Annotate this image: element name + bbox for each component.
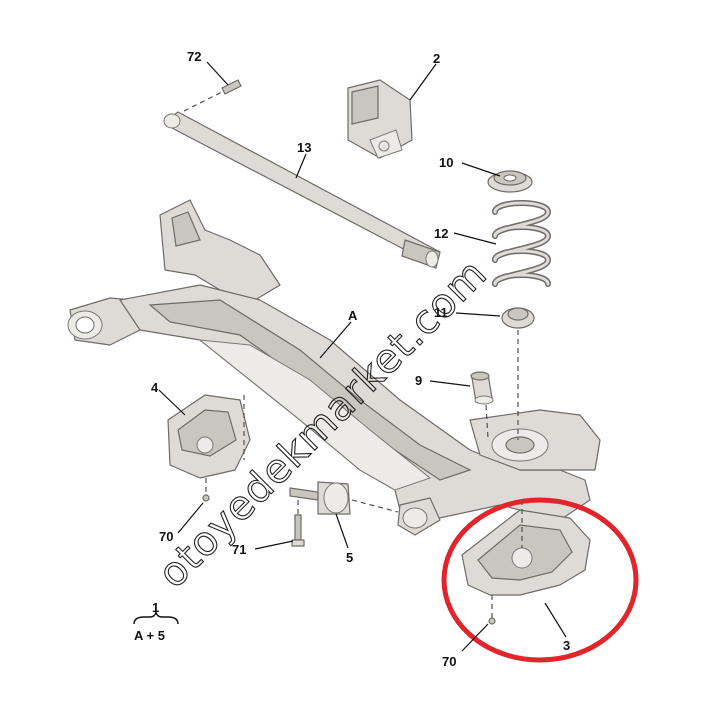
callout-10: 10 [439, 155, 453, 170]
bushing-part-5 [289, 481, 399, 515]
callout-3: 3 [563, 638, 570, 653]
shield-part-3 [461, 500, 591, 625]
leader-lines [158, 61, 567, 652]
mount-bracket-part-2 [347, 79, 413, 159]
callout-70-left: 70 [159, 529, 173, 544]
callout-A: A [348, 308, 358, 323]
legend-number: 1 [152, 600, 159, 615]
callout-5: 5 [346, 550, 353, 565]
callout-13: 13 [297, 140, 311, 155]
bump-stop-part-9 [470, 371, 494, 439]
callout-2: 2 [433, 51, 440, 66]
callout-72: 72 [187, 49, 201, 64]
callout-4: 4 [151, 380, 159, 395]
rear-axle-beam-part-A [67, 199, 601, 536]
callout-70-right: 70 [442, 654, 456, 669]
bolt-part-72 [183, 79, 242, 112]
tie-rod-part-13 [163, 111, 441, 269]
highlight-circle [441, 497, 639, 663]
legend-formula: A + 5 [134, 628, 165, 643]
coil-spring-inner-shading [493, 201, 550, 286]
callout-11: 11 [434, 305, 448, 320]
spring-seat-part-11 [501, 307, 535, 329]
callout-12: 12 [434, 226, 448, 241]
legend-brace [133, 611, 179, 625]
legend-assembly: 1 A + 5 [133, 600, 179, 643]
bolt-part-71 [291, 500, 305, 547]
callout-71: 71 [232, 542, 246, 557]
spring-pad-part-10 [487, 170, 533, 193]
callout-9: 9 [415, 373, 422, 388]
shield-part-4 [167, 394, 251, 502]
